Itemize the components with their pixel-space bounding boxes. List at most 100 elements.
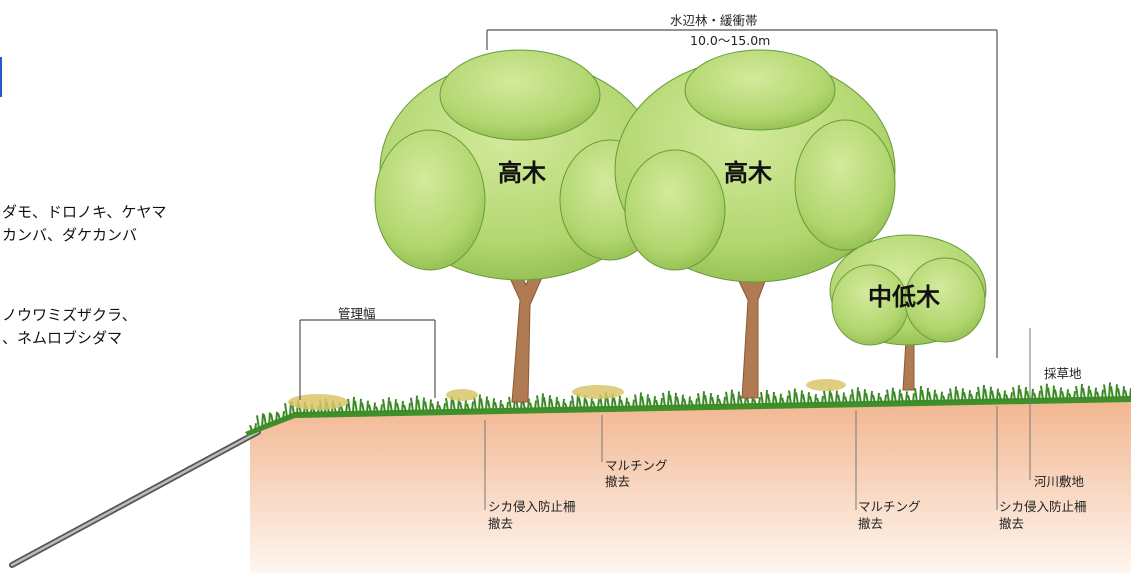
grass-tuft — [1089, 387, 1097, 399]
grass-tuft — [984, 386, 992, 401]
grass-tuft — [263, 412, 271, 426]
grass-tuft — [809, 394, 817, 405]
grass-tuft — [1075, 383, 1083, 400]
grass-tuft — [1110, 384, 1118, 399]
grass-tuft — [1033, 390, 1041, 401]
grass-tuft — [823, 388, 831, 404]
grass-tuft — [907, 393, 915, 403]
grass-tuft — [683, 396, 691, 407]
grass-tuft — [879, 394, 887, 404]
grass-tuft — [403, 402, 411, 413]
grass-tuft — [977, 384, 985, 402]
tree-label-tall-1: 高木 — [498, 159, 546, 187]
mulching-removal-1-line2: 撤去 — [605, 474, 631, 489]
grass-tuft — [417, 397, 425, 412]
grass-tuft — [256, 413, 264, 429]
grass-tuft — [662, 390, 670, 408]
mulching-removal-2-line1: マルチング — [858, 499, 921, 514]
grass-tuft — [837, 392, 845, 404]
grass-tuft — [711, 394, 719, 407]
left-accent-bar — [0, 57, 2, 97]
fence-removal-1-line1: シカ侵入防止柵 — [488, 499, 576, 514]
grass-tuft — [1012, 385, 1020, 401]
grass-tuft — [389, 399, 397, 413]
fence-removal-1-line2: 撤去 — [488, 516, 514, 531]
grass-tuft — [634, 392, 642, 408]
grass-tuft — [466, 401, 474, 411]
hay-field-label: 採草地 — [1044, 366, 1082, 381]
management-width-label: 管理幅 — [338, 306, 376, 321]
grass-tuft — [249, 423, 257, 432]
grass-tuft — [585, 397, 593, 409]
grass-tuft — [956, 388, 964, 402]
grass-tuft — [347, 396, 355, 414]
grass-tuft — [949, 386, 957, 402]
grass-tuft — [1040, 383, 1048, 400]
mulching-removal-2-line2: 撤去 — [858, 516, 884, 531]
grass-tuft — [865, 390, 873, 404]
grass-tuft — [410, 395, 418, 412]
grass-tuft — [858, 389, 866, 404]
grass-tuft — [487, 398, 495, 411]
grass-tuft — [1082, 385, 1090, 400]
grass-tuft — [431, 401, 439, 412]
grass-tuft — [781, 395, 789, 405]
grass-tuft — [851, 387, 859, 404]
tree-label-mid-low: 中低木 — [868, 283, 940, 311]
soil-ground — [250, 398, 1131, 573]
grass-tuft — [921, 387, 929, 403]
grass-tuft — [816, 395, 824, 405]
fence-removal-2-line2: 撤去 — [999, 516, 1025, 531]
grass-tuft — [1054, 387, 1062, 400]
canopy-tall-2 — [614, 49, 896, 283]
grass-tuft — [844, 394, 852, 404]
grass-tuft — [767, 391, 775, 406]
river-land-label: 河川敷地 — [1034, 474, 1085, 489]
grass-tuft — [480, 396, 488, 411]
grass-tuft — [438, 403, 446, 412]
grass-tuft — [368, 402, 376, 413]
grass-tuft — [795, 390, 803, 405]
grass-tuft — [340, 403, 348, 414]
grass-tuft — [270, 411, 278, 424]
management-width-bracket — [299, 319, 436, 400]
grass-tuft — [718, 396, 726, 407]
grass-tuft — [1103, 382, 1111, 399]
grass-tuft — [802, 392, 810, 405]
grass-tuft — [914, 386, 922, 403]
grass-tuft — [536, 393, 544, 410]
grass-tuft — [375, 404, 383, 413]
canopy-mid-low — [829, 234, 987, 346]
buffer-width: 10.0〜15.0m — [690, 33, 771, 48]
species-line-1: ダモ、ドロノキ、ケヤマ — [2, 203, 167, 221]
grass-tuft — [942, 393, 950, 402]
grass-tuft — [760, 389, 768, 406]
grass-tuft — [648, 396, 656, 408]
buffer-title: 水辺林・緩衝帯 — [670, 13, 758, 28]
species-line-4: 、ネムロブシダマ — [2, 329, 123, 347]
grass-tuft — [1061, 389, 1069, 400]
grass-tuft — [354, 398, 362, 413]
grass-tuft — [641, 394, 649, 408]
grass-tuft — [697, 391, 705, 407]
grass-tuft — [1019, 387, 1027, 401]
fence-removal-2-line1: シカ侵入防止柵 — [999, 499, 1087, 514]
grass-tuft — [970, 391, 978, 402]
grass-tuft — [788, 388, 796, 405]
grass-tuft — [690, 398, 698, 407]
grass-tuft — [592, 399, 600, 409]
species-line-3: ノウワミズザクラ、 — [2, 306, 137, 324]
grass-tuft — [991, 388, 999, 401]
grass-tuft — [459, 399, 467, 412]
grass-tuft — [704, 393, 712, 407]
grass-tuft — [725, 389, 733, 406]
grass-tuft — [501, 401, 509, 411]
grass-strip — [245, 396, 1131, 436]
grass-tuft — [557, 398, 565, 410]
grass-tuft — [564, 400, 572, 410]
annotation-leaders — [484, 328, 1031, 510]
grass-tuft — [1026, 388, 1034, 401]
grass-tuft — [928, 389, 936, 403]
grass-tuft — [998, 390, 1006, 401]
